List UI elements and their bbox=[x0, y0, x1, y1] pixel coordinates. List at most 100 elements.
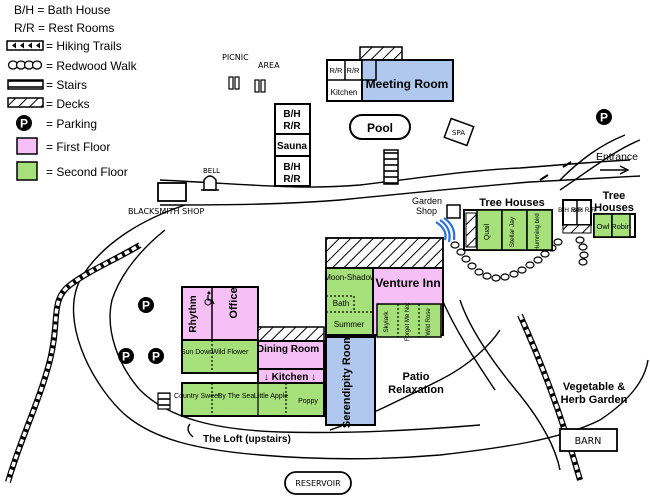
svg-text:Patio: Patio bbox=[403, 371, 430, 383]
svg-text:B/H: B/H bbox=[283, 109, 300, 120]
entrance: Entrance bbox=[539, 151, 638, 181]
svg-text:P: P bbox=[122, 350, 130, 364]
svg-text:R/R: R/R bbox=[283, 121, 301, 132]
legend-hiking-trails: = Hiking Trails bbox=[46, 39, 122, 53]
patio-relaxation: Patio Relaxation bbox=[388, 371, 444, 396]
svg-text:Forget Me Not: Forget Me Not bbox=[405, 303, 411, 342]
svg-text:Bath: Bath bbox=[333, 299, 349, 308]
svg-text:Stellar Jay: Stellar Jay bbox=[509, 216, 516, 247]
svg-text:P: P bbox=[152, 350, 160, 364]
entrance-arrow-icon bbox=[619, 165, 630, 175]
svg-text:Country Sweet: Country Sweet bbox=[174, 393, 220, 400]
legend-bath-house: B/H = Bath House bbox=[14, 3, 111, 17]
garden-shop: Garden Shop bbox=[412, 196, 461, 243]
hiking-trail bbox=[5, 242, 583, 483]
picnic-area: PICNIC AREA bbox=[222, 53, 280, 93]
svg-text:Dining Room: Dining Room bbox=[257, 344, 319, 355]
second-floor-swatch bbox=[16, 161, 38, 181]
svg-text:↓ Kitchen ↓: ↓ Kitchen ↓ bbox=[264, 372, 316, 383]
svg-text:Pool: Pool bbox=[367, 121, 393, 135]
bath-house-sauna: B/H R/R Sauna B/H R/R bbox=[274, 103, 311, 187]
svg-text:P: P bbox=[20, 117, 28, 131]
svg-text:Sun Down: Sun Down bbox=[181, 349, 213, 356]
svg-text:Venture Inn: Venture Inn bbox=[375, 276, 440, 290]
svg-text:RESERVOIR: RESERVOIR bbox=[295, 479, 341, 488]
redwood-walk-legend-icon bbox=[7, 60, 43, 70]
svg-text:B/H R/R: B/H R/R bbox=[558, 207, 582, 214]
vegetable-garden: Vegetable & Herb Garden bbox=[561, 381, 628, 406]
svg-text:P: P bbox=[142, 299, 150, 313]
svg-text:Robin: Robin bbox=[611, 222, 631, 231]
legend-second-floor: = Second Floor bbox=[46, 165, 128, 179]
svg-text:R/R: R/R bbox=[283, 174, 301, 185]
svg-text:Office: Office bbox=[228, 287, 240, 318]
bath-house-small: B/H R/R B/H R/R bbox=[558, 199, 596, 234]
meeting-room-building: R/R R/R Kitchen Meeting Room bbox=[326, 46, 454, 102]
svg-text:P: P bbox=[600, 111, 608, 125]
spa: SPA bbox=[443, 117, 475, 147]
decks-legend-icon bbox=[7, 97, 44, 108]
legend-decks: = Decks bbox=[46, 97, 90, 111]
svg-text:R/R: R/R bbox=[330, 66, 344, 75]
legend-rest-rooms: R/R = Rest Rooms bbox=[14, 21, 114, 35]
svg-text:PICNIC: PICNIC bbox=[222, 53, 249, 62]
main-lodge: Rhythm Office Sun Down Wild Flower Dinin… bbox=[157, 286, 325, 445]
parking-icon-top-right: P bbox=[596, 109, 612, 125]
svg-text:Sauna: Sauna bbox=[277, 141, 307, 152]
svg-text:Humming bird: Humming bird bbox=[535, 213, 541, 250]
legend-redwood-walk: = Redwood Walk bbox=[46, 59, 138, 73]
meeting-room-label: Meeting Room bbox=[366, 77, 449, 91]
svg-text:Summer: Summer bbox=[334, 320, 365, 329]
svg-text:Wild Rose: Wild Rose bbox=[426, 308, 432, 336]
parking-legend-icon: P bbox=[16, 115, 32, 131]
legend: B/H = Bath House R/R = Rest Rooms = Hiki… bbox=[6, 3, 138, 181]
pool: Pool bbox=[349, 114, 411, 140]
svg-text:Entrance: Entrance bbox=[596, 151, 638, 163]
svg-text:By The Sea: By The Sea bbox=[218, 393, 255, 400]
svg-text:Poppy: Poppy bbox=[298, 398, 318, 405]
svg-text:Relaxation: Relaxation bbox=[388, 384, 444, 396]
legend-parking: = Parking bbox=[46, 117, 97, 131]
the-loft-label: The Loft (upstairs) bbox=[203, 434, 291, 445]
venture-deck bbox=[325, 237, 444, 269]
svg-text:Skylark: Skylark bbox=[383, 311, 390, 333]
stairs-legend-icon bbox=[7, 79, 44, 90]
svg-text:Houses: Houses bbox=[594, 202, 634, 214]
svg-text:BLACKSMITH SHOP: BLACKSMITH SHOP bbox=[128, 207, 204, 216]
parking-icon-left-1: P bbox=[138, 297, 154, 313]
parking-icon-left-2: P bbox=[118, 348, 134, 364]
svg-text:SPA: SPA bbox=[452, 129, 465, 137]
legend-stairs: = Stairs bbox=[46, 78, 87, 92]
legend-first-floor: = First Floor bbox=[46, 140, 110, 154]
svg-text:BARN: BARN bbox=[575, 436, 602, 447]
first-floor-swatch bbox=[16, 137, 38, 155]
svg-text:B/H R/R: B/H R/R bbox=[572, 207, 596, 214]
svg-text:AREA: AREA bbox=[258, 61, 280, 70]
svg-text:Moon-Shadow: Moon-Shadow bbox=[324, 273, 376, 282]
serendipity-room: Serendipity Room bbox=[325, 334, 376, 428]
svg-text:Vegetable &: Vegetable & bbox=[563, 381, 625, 393]
redwood-walk bbox=[450, 236, 589, 282]
svg-text:Herb Garden: Herb Garden bbox=[561, 394, 628, 406]
meeting-deck bbox=[359, 46, 403, 62]
barn: BARN bbox=[559, 428, 618, 452]
svg-text:Rhythm: Rhythm bbox=[188, 295, 199, 332]
svg-text:B/H: B/H bbox=[283, 162, 300, 173]
loft-arrow-icon bbox=[187, 423, 194, 438]
svg-text:Tree: Tree bbox=[603, 190, 626, 202]
svg-text:R/R: R/R bbox=[347, 66, 361, 75]
svg-text:Serendipity Room: Serendipity Room bbox=[341, 334, 353, 428]
bell-icon bbox=[203, 175, 217, 191]
svg-text:Garden: Garden bbox=[412, 196, 442, 206]
svg-text:Kitchen: Kitchen bbox=[331, 88, 358, 97]
tree-houses-2: Tree Houses Owl Robin bbox=[593, 190, 636, 238]
wheelchair-icon bbox=[204, 291, 215, 306]
blacksmith-shop: BLACKSMITH SHOP bbox=[128, 182, 204, 216]
bell: BELL bbox=[201, 167, 220, 191]
svg-text:BELL: BELL bbox=[203, 167, 220, 175]
waterfall-icon bbox=[435, 217, 456, 243]
svg-text:Wild Flower: Wild Flower bbox=[212, 349, 249, 356]
svg-text:Quail: Quail bbox=[484, 223, 491, 240]
